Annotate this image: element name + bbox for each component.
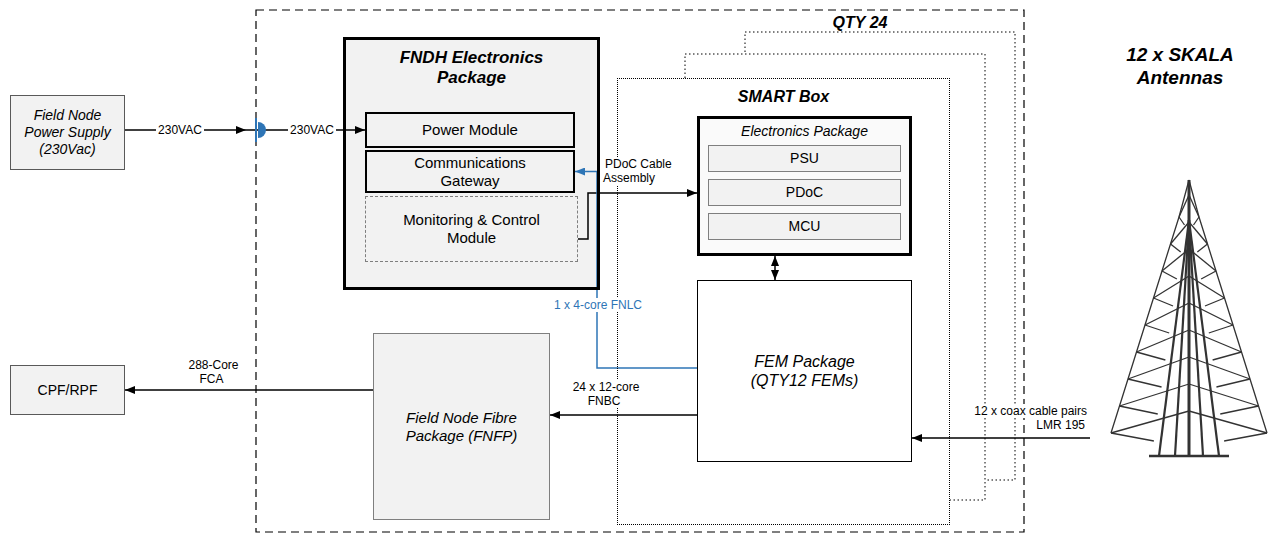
power-supply-box: Field Node Power Supply (230Vac) bbox=[10, 95, 125, 170]
node-label: SMART Box bbox=[638, 87, 929, 106]
node-label: PDoC bbox=[786, 184, 823, 201]
electronics-package: Electronics PackagePSU PDoC MCU bbox=[697, 116, 912, 256]
power-module-box: Power Module bbox=[365, 112, 575, 148]
box-fill bbox=[617, 78, 950, 525]
connector-flange bbox=[255, 118, 257, 142]
node-label: Monitoring & Control Module bbox=[386, 211, 557, 247]
node-label: CPF/RPF bbox=[38, 382, 98, 399]
connector bbox=[912, 437, 1090, 439]
node-label: MCU bbox=[789, 218, 821, 235]
connector bbox=[774, 256, 776, 280]
field-node-boundary bbox=[256, 10, 1024, 532]
connector-label: 24 x 12-core FNBC bbox=[560, 380, 650, 408]
antenna-group: 12 x SKALA Antennas bbox=[1090, 40, 1270, 460]
arrow-head bbox=[236, 126, 246, 134]
mcu-box: MCU bbox=[708, 213, 901, 240]
node-label: Field Node Power Supply (230Vac) bbox=[15, 107, 120, 157]
connector-label: 12 x coax cable pairs LMR 195 bbox=[962, 404, 1087, 432]
box-fills bbox=[343, 37, 950, 525]
node-label: Electronics Package bbox=[706, 123, 903, 140]
connector-label: 230VAC bbox=[150, 123, 210, 137]
connector bbox=[125, 389, 373, 391]
connector-label-text: PDoC Cable Assembly bbox=[603, 157, 672, 185]
cpf-rpf-box: CPF/RPF bbox=[10, 365, 125, 415]
skala-antenna-drawing bbox=[1089, 40, 1269, 460]
node-label: FNDH Electronics Package bbox=[386, 48, 557, 89]
label-text: QTY 24 bbox=[831, 14, 890, 31]
connector-label-text: 12 x coax cable pairs LMR 195 bbox=[972, 404, 1087, 432]
connector bbox=[550, 414, 697, 416]
smart-box: SMART BoxElectronics PackagePSU PDoC MCU FE… bbox=[617, 78, 950, 525]
fem-package-box: FEM Package (QTY12 FEMs) bbox=[697, 280, 912, 462]
voltage-label: 230VAC bbox=[282, 123, 342, 137]
connector-label-text: 24 x 12-core FNBC bbox=[571, 380, 640, 408]
node-label: FEM Package (QTY12 FEMs) bbox=[738, 352, 871, 390]
connector-plug bbox=[258, 122, 266, 138]
psu-box: PSU bbox=[708, 145, 901, 172]
connector-label-text: 288-Core FCA bbox=[186, 358, 238, 386]
connector-label-text: 230VAC bbox=[156, 123, 204, 137]
node-label: Field Node Fibre Package (FNFP) bbox=[384, 409, 539, 445]
connector-label: 288-Core FCA bbox=[180, 358, 245, 386]
node-label: Communications Gateway bbox=[397, 154, 543, 190]
connector bbox=[578, 193, 697, 239]
box-fill bbox=[343, 37, 600, 290]
fibre-package-box: Field Node Fibre Package (FNFP) bbox=[373, 333, 550, 520]
fndh-package: FNDH Electronics PackagePower ModuleComm… bbox=[343, 37, 600, 290]
connector-label: 1 x 4-core FNLC bbox=[548, 298, 648, 312]
power-connector-symbol bbox=[236, 118, 266, 142]
connector-label-text: 1 x 4-core FNLC bbox=[552, 298, 644, 312]
connector bbox=[575, 172, 697, 369]
monitoring-control-box: Monitoring & Control Module bbox=[365, 196, 578, 262]
node-label: 12 x SKALA Antennas bbox=[1120, 44, 1240, 90]
label-text: 230VAC bbox=[288, 123, 336, 137]
quantity-label: QTY 24 bbox=[815, 13, 905, 32]
pdoc-box: PDoC bbox=[708, 179, 901, 206]
node-label: Power Module bbox=[422, 121, 518, 139]
node-label: PSU bbox=[790, 150, 819, 167]
comms-gateway-box: Communications Gateway bbox=[365, 150, 575, 193]
connector-label: PDoC Cable Assembly bbox=[603, 157, 695, 185]
